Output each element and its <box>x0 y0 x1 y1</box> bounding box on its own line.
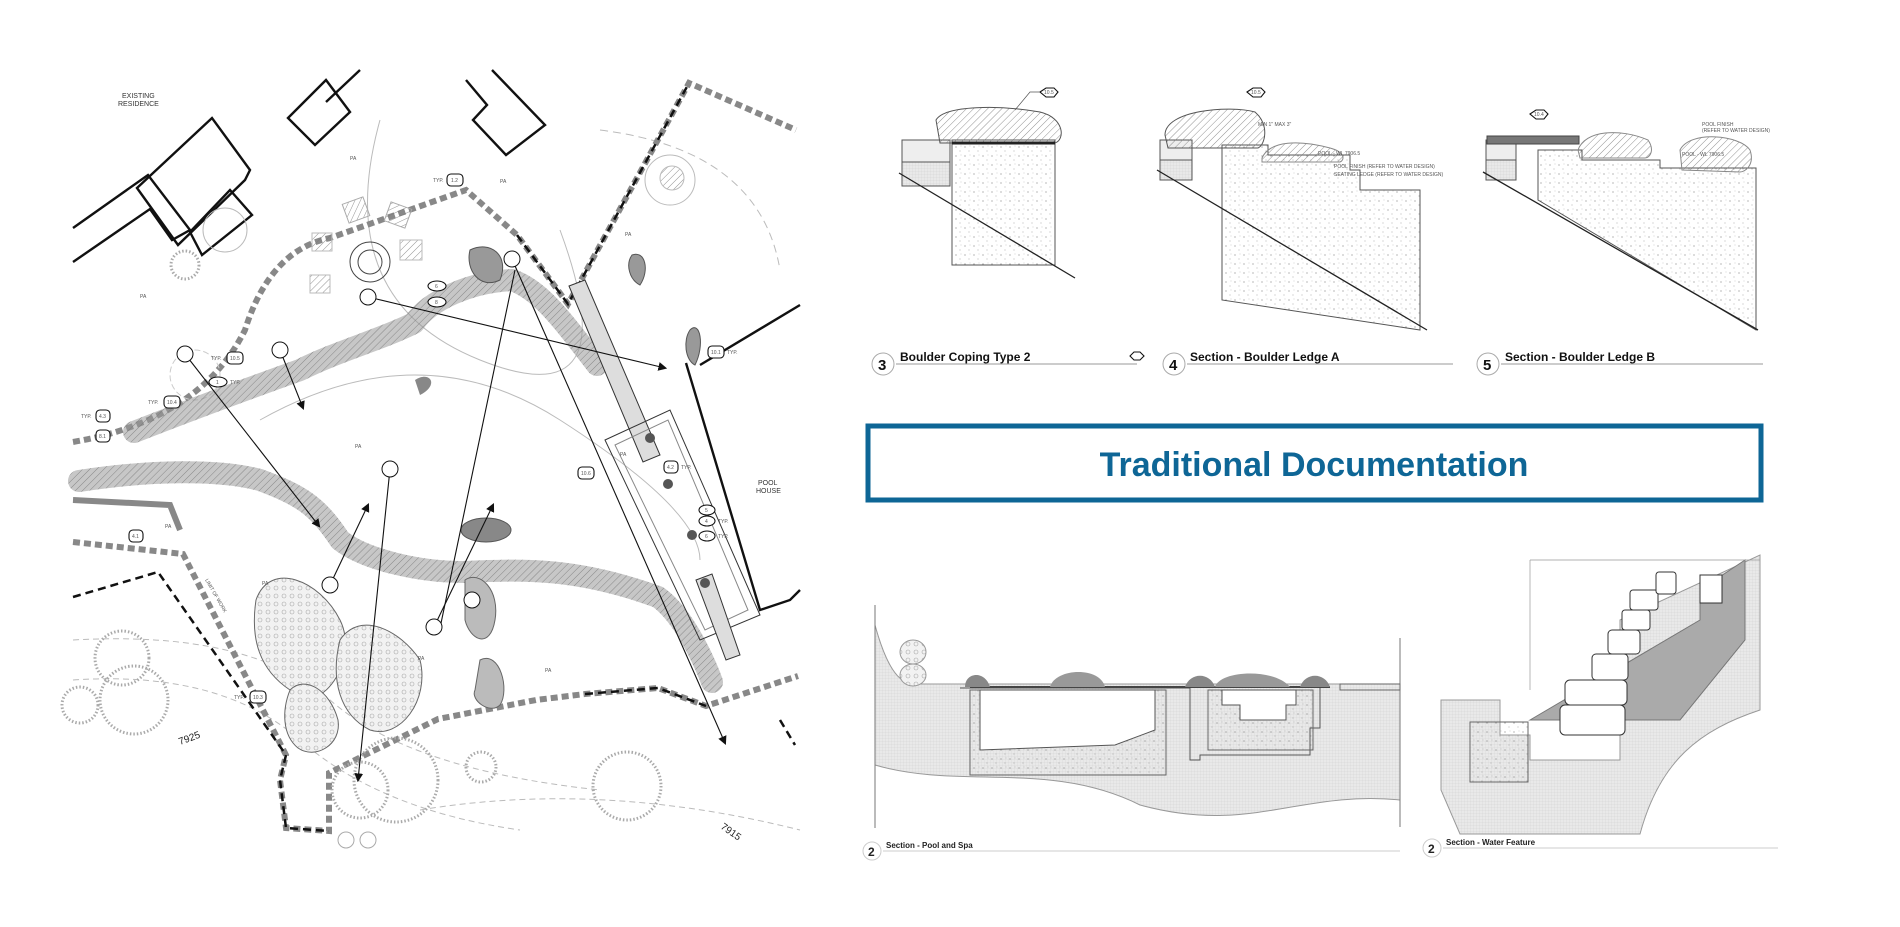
detail-title-5: 5 Section - Boulder Ledge B <box>1476 350 1763 376</box>
svg-text:TYP.: TYP. <box>727 350 737 356</box>
callout-tag: 1.2 <box>451 178 458 184</box>
svg-text:TYP.: TYP. <box>211 356 221 362</box>
pool-house-label: HOUSE <box>756 488 781 495</box>
area-label: PA <box>350 156 357 162</box>
callout-tag: 1 <box>216 380 219 386</box>
banner: Traditional Documentation <box>865 423 1764 503</box>
callout-tag: 10.5 <box>1044 90 1054 96</box>
callout-tag: 8.1 <box>99 434 106 440</box>
svg-text:5: 5 <box>1483 357 1491 374</box>
detail-title: Section - Pool and Spa <box>886 841 973 850</box>
note: POOL FINISH (REFER TO WATER DESIGN) <box>1334 164 1435 170</box>
boulder-walls <box>68 246 723 753</box>
plant-symbols <box>60 249 663 849</box>
detail-title: Section - Boulder Ledge A <box>1190 350 1340 364</box>
contour-label: 7915 <box>718 821 743 843</box>
area-label: PA <box>620 452 627 458</box>
svg-text:TYP.: TYP. <box>433 178 443 184</box>
detail-title-water-feature: 2 Section - Water Feature <box>1422 838 1778 858</box>
section-cut-lines <box>176 250 727 783</box>
pool-house: POOL HOUSE <box>684 303 801 612</box>
area-label: PA <box>625 232 632 238</box>
callout-tag: 4 <box>705 519 708 525</box>
callout-tag: 10.3 <box>253 695 263 701</box>
callout-tag: 4.1 <box>132 534 139 540</box>
svg-text:3: 3 <box>878 357 886 374</box>
callout-tag: 6 <box>435 284 438 290</box>
note: MIN 1" MAX 3" <box>1258 122 1292 128</box>
area-label: PA <box>500 179 507 185</box>
callout-tag: 10.4 <box>1534 112 1544 118</box>
area-label: PA <box>545 668 552 674</box>
callout-tag: 10.6 <box>581 471 591 477</box>
site-plan: 7925 7915 EXISTING RESIDENCE POOL HOUSE <box>60 69 801 849</box>
svg-text:TYP.: TYP. <box>718 519 728 525</box>
detail-title: Section - Water Feature <box>1446 838 1536 847</box>
detail-title: Boulder Coping Type 2 <box>900 350 1031 364</box>
svg-text:TYP.: TYP. <box>234 695 244 701</box>
callout-tag: 5 <box>705 508 708 514</box>
svg-text:TYP.: TYP. <box>230 380 240 386</box>
area-label: PA <box>165 524 172 530</box>
detail-title: Section - Boulder Ledge B <box>1505 350 1655 364</box>
pool-house-label: POOL <box>758 480 778 487</box>
detail-boulder-ledge-a: 10.5 MIN 1" MAX 3" POOL - WL 7906.5 POOL… <box>1156 87 1444 331</box>
note: POOL FINISH <box>1702 122 1734 128</box>
callout-tag: 10.1 <box>711 350 721 356</box>
existing-residence-label: EXISTING <box>122 93 155 100</box>
banner-title: Traditional Documentation <box>1100 446 1529 484</box>
detail-pool-and-spa <box>874 605 1401 828</box>
area-label: PA <box>140 294 147 300</box>
svg-text:TYP.: TYP. <box>681 465 691 471</box>
svg-text:4: 4 <box>1169 357 1178 374</box>
callout-tag: 8 <box>435 300 438 306</box>
svg-text:TYP.: TYP. <box>148 400 158 406</box>
note: POOL - WL 7906.5 <box>1318 151 1360 157</box>
callout-tag: 6 <box>705 534 708 540</box>
detail-title-pool-and-spa: 2 Section - Pool and Spa <box>862 841 1400 861</box>
callout-tag: 10.4 <box>167 400 177 406</box>
area-label: PA <box>355 444 362 450</box>
callout-tag: 4.3 <box>99 414 106 420</box>
detail-boulder-coping-type-2: 10.5 <box>898 87 1076 279</box>
area-labels: PA PA PA PA PA PA PA PA PA PA <box>140 156 632 674</box>
note: POOL - WL 7906.5 <box>1682 152 1724 158</box>
existing-residence-label: RESIDENCE <box>118 101 159 108</box>
callout-tag: 4.2 <box>667 465 674 471</box>
svg-text:TYP.: TYP. <box>718 534 728 540</box>
detail-boulder-ledge-b: 10.4 POOL FINISH (REFER TO WATER DESIGN)… <box>1482 109 1770 331</box>
callout-tag: 10.5 <box>230 356 240 362</box>
area-label: PA <box>262 581 269 587</box>
svg-text:2: 2 <box>1428 842 1435 856</box>
pool <box>568 279 761 661</box>
svg-text:2: 2 <box>868 845 875 859</box>
existing-residence: EXISTING RESIDENCE <box>72 69 547 263</box>
detail-title-4: 4 Section - Boulder Ledge A <box>1162 350 1453 376</box>
detail-water-feature <box>1440 554 1761 835</box>
callout-tag: 10.5 <box>1251 90 1261 96</box>
contour-label: 7925 <box>177 730 202 748</box>
area-label: PA <box>418 656 425 662</box>
svg-text:TYP.: TYP. <box>81 414 91 420</box>
detail-title-3: 3 Boulder Coping Type 2 <box>871 350 1145 376</box>
note: SEATING LEDGE (REFER TO WATER DESIGN) <box>1334 172 1444 178</box>
section-marker-icons <box>176 250 521 636</box>
note: (REFER TO WATER DESIGN) <box>1702 128 1770 134</box>
